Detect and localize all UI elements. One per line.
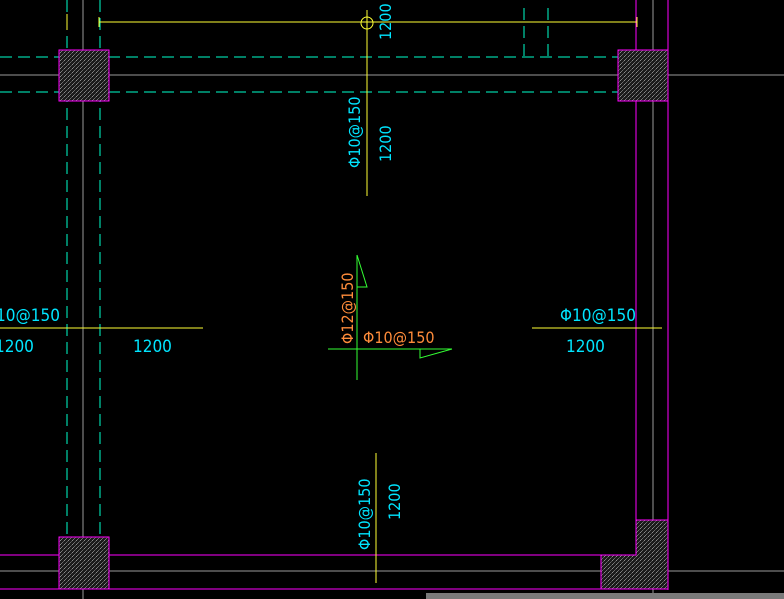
left-bar-spacing-label: Φ10@150 bbox=[0, 306, 60, 326]
top-length-lower-label: 1200 bbox=[376, 125, 395, 162]
top-bar-spacing-label: Φ10@150 bbox=[345, 96, 364, 168]
left-length-label-a: 1200 bbox=[0, 337, 34, 357]
rebar-labels: 1200 Φ10@150 1200 Φ10@150 1200 1200 Φ10@… bbox=[0, 3, 636, 550]
right-bar-spacing-label: Φ10@150 bbox=[560, 306, 636, 326]
bottom-bar-spacing-label: Φ10@150 bbox=[355, 478, 374, 550]
center-vertical-bar-label: Φ12@150 bbox=[338, 272, 357, 344]
column-bottom-left bbox=[58, 536, 110, 590]
center-horizontal-bar-label: Φ10@150 bbox=[363, 328, 435, 347]
left-length-label-b: 1200 bbox=[133, 337, 172, 357]
column-top-right bbox=[617, 49, 669, 102]
status-bar-strip bbox=[426, 593, 784, 599]
right-length-label: 1200 bbox=[566, 337, 605, 357]
bottom-length-label: 1200 bbox=[385, 483, 404, 520]
column-bottom-right bbox=[600, 519, 669, 590]
support-rebars bbox=[0, 10, 662, 583]
columns bbox=[58, 49, 669, 590]
top-length-upper-label: 1200 bbox=[376, 3, 395, 40]
center-span-rebars bbox=[328, 254, 453, 380]
column-top-left bbox=[58, 49, 110, 102]
